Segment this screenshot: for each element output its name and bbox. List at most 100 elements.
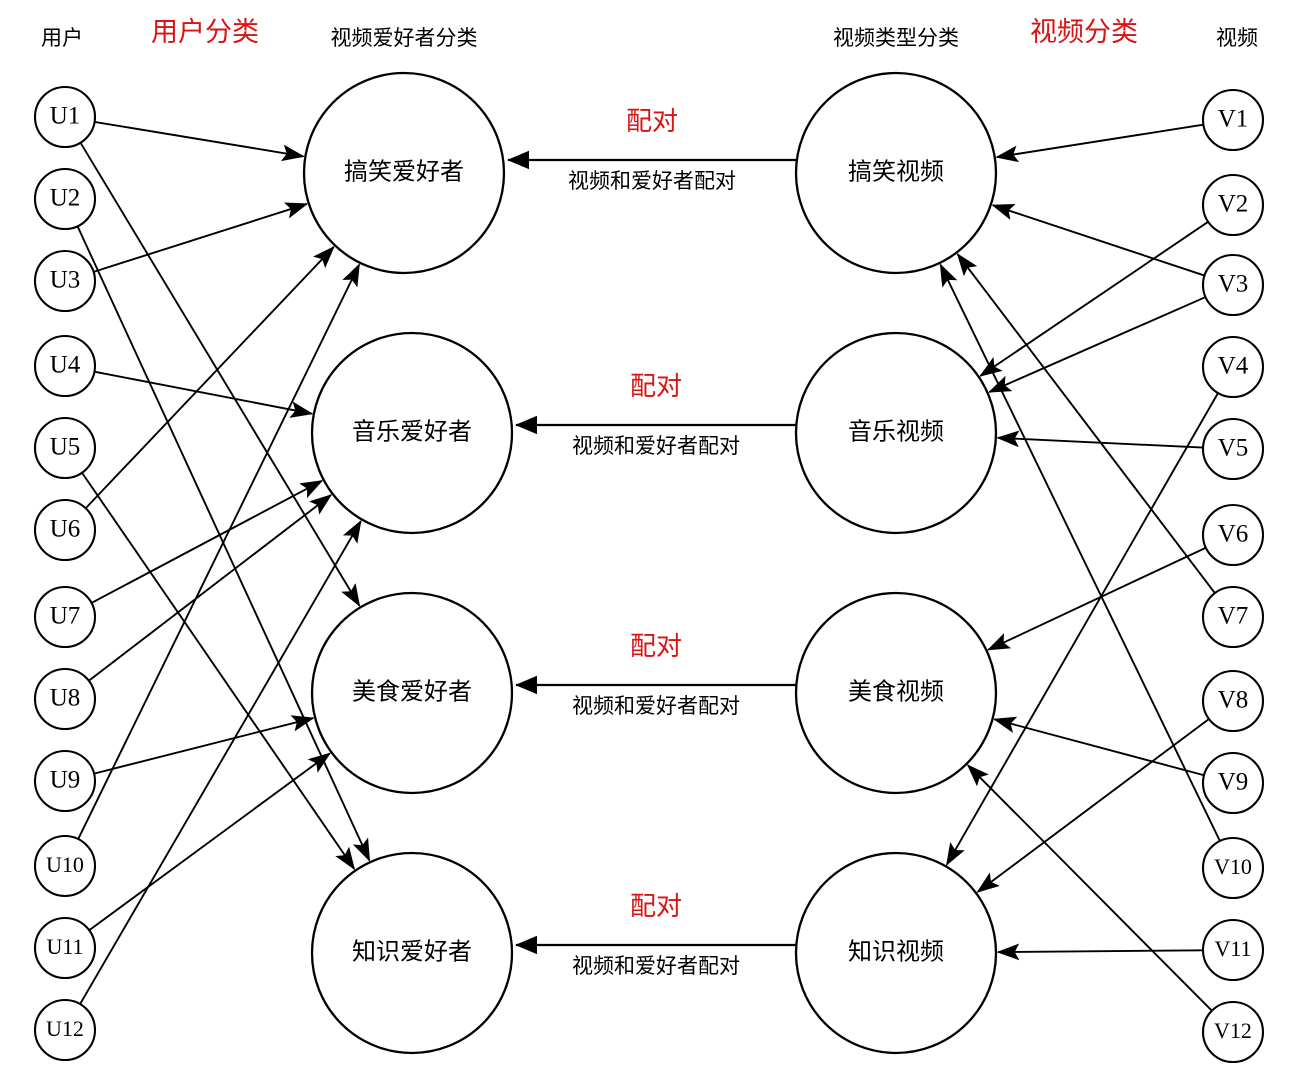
match-label-primary: 配对 — [630, 892, 682, 921]
video-node-label: V5 — [1218, 435, 1249, 462]
fan-group-label: 音乐爱好者 — [352, 419, 472, 446]
video-group-label: 知识视频 — [848, 939, 944, 966]
user-node-u3[interactable]: U3 — [33, 249, 97, 313]
video-node-label: V7 — [1218, 603, 1249, 630]
video-node-circle — [1201, 88, 1265, 152]
user-node-u2[interactable]: U2 — [33, 167, 97, 231]
user-node-label: U4 — [50, 352, 81, 379]
video-group-circle — [794, 851, 998, 1055]
video-classification-edge — [996, 943, 1204, 961]
user-node-u5[interactable]: U5 — [33, 416, 97, 480]
video-group-vg3[interactable]: 美食视频 — [794, 591, 998, 795]
video-classification-edge — [995, 123, 1204, 163]
user-node-label: U8 — [50, 685, 81, 712]
column-headers: 用户用户分类视频爱好者分类视频类型分类视频分类视频 — [41, 17, 1258, 50]
video-node-v11[interactable]: V11 — [1201, 918, 1265, 982]
fan-group-fg4[interactable]: 知识爱好者 — [310, 851, 514, 1055]
video-node-v5[interactable]: V5 — [1201, 417, 1265, 481]
user-node-label: U1 — [50, 103, 81, 130]
video-node-label: V9 — [1218, 769, 1249, 796]
column-header: 视频分类 — [1030, 17, 1138, 47]
user-node-label: U3 — [50, 267, 81, 294]
user-node-label: U12 — [46, 1016, 84, 1041]
user-classification-edge — [91, 479, 324, 604]
user-node-u1[interactable]: U1 — [33, 85, 97, 149]
video-node-circle — [1201, 253, 1265, 317]
fan-group-circle — [302, 71, 506, 275]
match-label-primary: 配对 — [630, 632, 682, 661]
video-group-label: 美食视频 — [848, 679, 944, 706]
user-classification-edge — [88, 752, 332, 932]
user-node-label: U5 — [50, 434, 81, 461]
video-group-label: 音乐视频 — [848, 419, 944, 446]
column-header: 视频 — [1216, 26, 1258, 50]
video-classification-edge — [987, 296, 1206, 393]
fan-group-fg3[interactable]: 美食爱好者 — [310, 591, 514, 795]
user-node-u9[interactable]: U9 — [33, 749, 97, 813]
video-classification-edge — [946, 392, 1219, 866]
match-label-secondary: 视频和爱好者配对 — [572, 954, 740, 978]
user-classification-edge — [88, 494, 333, 682]
video-classification-edge — [979, 221, 1209, 377]
video-node-v12[interactable]: V12 — [1201, 1000, 1265, 1064]
video-node-circle — [1201, 417, 1265, 481]
user-node-u4[interactable]: U4 — [33, 334, 97, 398]
video-classification-edge — [991, 203, 1205, 277]
user-node-label: U10 — [46, 852, 84, 877]
user-node-circle — [33, 416, 97, 480]
user-node-u12[interactable]: U12 — [33, 998, 97, 1062]
video-group-vg1[interactable]: 搞笑视频 — [794, 71, 998, 275]
user-classification-edge — [93, 202, 309, 273]
user-classification-edge — [81, 472, 356, 871]
video-node-label: V4 — [1218, 353, 1249, 380]
fan-group-fg1[interactable]: 搞笑爱好者 — [302, 71, 506, 275]
video-group-circle — [794, 71, 998, 275]
video-node-circle — [1201, 751, 1265, 815]
video-node-circle — [1201, 585, 1265, 649]
video-node-circle — [1201, 335, 1265, 399]
video-node-v1[interactable]: V1 — [1201, 88, 1265, 152]
video-node-v4[interactable]: V4 — [1201, 335, 1265, 399]
user-node-circle — [33, 249, 97, 313]
video-node-v7[interactable]: V7 — [1201, 585, 1265, 649]
video-node-label: V8 — [1218, 687, 1249, 714]
user-node-circle — [33, 916, 97, 980]
user-node-u6[interactable]: U6 — [33, 498, 97, 562]
video-classification-edge — [966, 764, 1213, 1012]
video-node-label: V12 — [1214, 1018, 1252, 1043]
video-node-label: V2 — [1218, 191, 1249, 218]
user-node-circle — [33, 998, 97, 1062]
user-node-u7[interactable]: U7 — [33, 585, 97, 649]
video-node-label: V1 — [1218, 106, 1249, 133]
video-node-v2[interactable]: V2 — [1201, 173, 1265, 237]
match-label-secondary: 视频和爱好者配对 — [572, 694, 740, 718]
user-classification-edge — [79, 519, 362, 1005]
column-header: 视频爱好者分类 — [331, 26, 478, 50]
video-group-vg4[interactable]: 知识视频 — [794, 851, 998, 1055]
video-to-videogroup-edges — [939, 123, 1221, 1012]
video-node-v8[interactable]: V8 — [1201, 669, 1265, 733]
user-node-label: U11 — [46, 934, 83, 959]
user-node-u11[interactable]: U11 — [33, 916, 97, 980]
user-node-u8[interactable]: U8 — [33, 667, 97, 731]
video-node-v3[interactable]: V3 — [1201, 253, 1265, 317]
column-header: 用户分类 — [151, 17, 259, 47]
video-group-circle — [794, 331, 998, 535]
video-node-v10[interactable]: V10 — [1201, 836, 1265, 900]
fan-group-circle — [310, 851, 514, 1055]
user-node-u10[interactable]: U10 — [33, 834, 97, 898]
video-group-vg2[interactable]: 音乐视频 — [794, 331, 998, 535]
video-node-v6[interactable]: V6 — [1201, 503, 1265, 567]
user-node-circle — [33, 749, 97, 813]
fan-group-fg2[interactable]: 音乐爱好者 — [310, 331, 514, 535]
user-node-circle — [33, 85, 97, 149]
video-node-v9[interactable]: V9 — [1201, 751, 1265, 815]
